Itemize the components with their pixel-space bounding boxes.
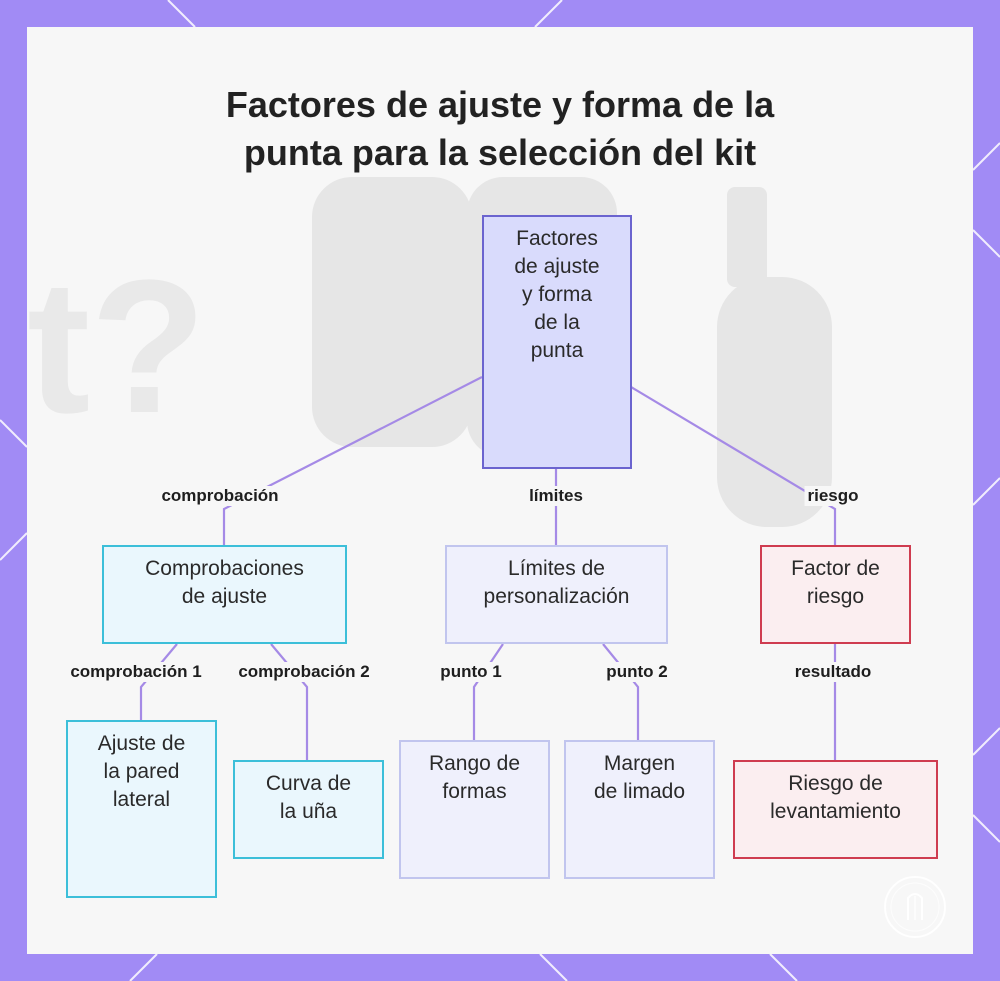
node-factor-riesgo-label: Factor de riesgo: [791, 557, 880, 608]
edge-label-riesgo: riesgo: [804, 486, 862, 506]
node-limites-label: Límites de personalización: [483, 557, 630, 608]
node-ajuste-pared-lateral: Ajuste de la pared lateral: [66, 720, 217, 898]
edge-comprobacion-2: [270, 643, 309, 760]
node-factor-riesgo: Factor de riesgo: [760, 545, 911, 644]
node-rango-formas-label: Rango de formas: [428, 752, 521, 803]
node-limites-personalizacion: Límites de personalización: [445, 545, 668, 644]
edge-label-comprobacion: comprobación: [158, 486, 282, 506]
diagram-card: t? Factores de ajuste y forma de la punt…: [27, 27, 973, 954]
node-comprobaciones-label: Comprobaciones de ajuste: [145, 557, 304, 608]
edge-label-comprobacion-2: comprobación 2: [235, 662, 373, 682]
svg-text:t?: t?: [27, 241, 206, 453]
node-curva-una-label: Curva de la uña: [265, 772, 352, 823]
edge-label-limites: límites: [526, 486, 586, 506]
node-ajuste-pared-label: Ajuste de la pared lateral: [97, 732, 186, 811]
node-comprobaciones-ajuste: Comprobaciones de ajuste: [102, 545, 347, 644]
node-root-label: Factores de ajuste y forma de la punta: [514, 227, 600, 362]
brand-logo-icon: [884, 876, 946, 938]
edge-comprobacion-1: [139, 643, 178, 720]
edge-punto-2: [602, 643, 640, 740]
edge-label-punto-2: punto 2: [603, 662, 671, 682]
node-margen-limado: Margen de limado: [564, 740, 715, 879]
node-curva-una: Curva de la uña: [233, 760, 384, 859]
edge-label-punto-1: punto 1: [437, 662, 505, 682]
node-margen-limado-label: Margen de limado: [593, 752, 686, 803]
connector-lines: [139, 376, 837, 760]
edge-label-comprobacion-1: comprobación 1: [67, 662, 205, 682]
node-rango-formas: Rango de formas: [399, 740, 550, 879]
edge-label-resultado: resultado: [791, 662, 875, 682]
edge-comprobacion: [222, 376, 483, 545]
title-line-1: Factores de ajuste y forma de la: [225, 84, 775, 125]
edge-punto-1: [472, 643, 504, 740]
node-root: Factores de ajuste y forma de la punta: [482, 215, 632, 469]
node-riesgo-levantamiento: Riesgo de levantamiento: [733, 760, 938, 859]
node-riesgo-levantamiento-label: Riesgo de levantamiento: [770, 772, 901, 823]
edge-riesgo: [630, 386, 837, 545]
title-line-2: punta para la selección del kit: [243, 132, 757, 173]
diagram-title: Factores de ajuste y forma de la punta p…: [27, 81, 973, 177]
